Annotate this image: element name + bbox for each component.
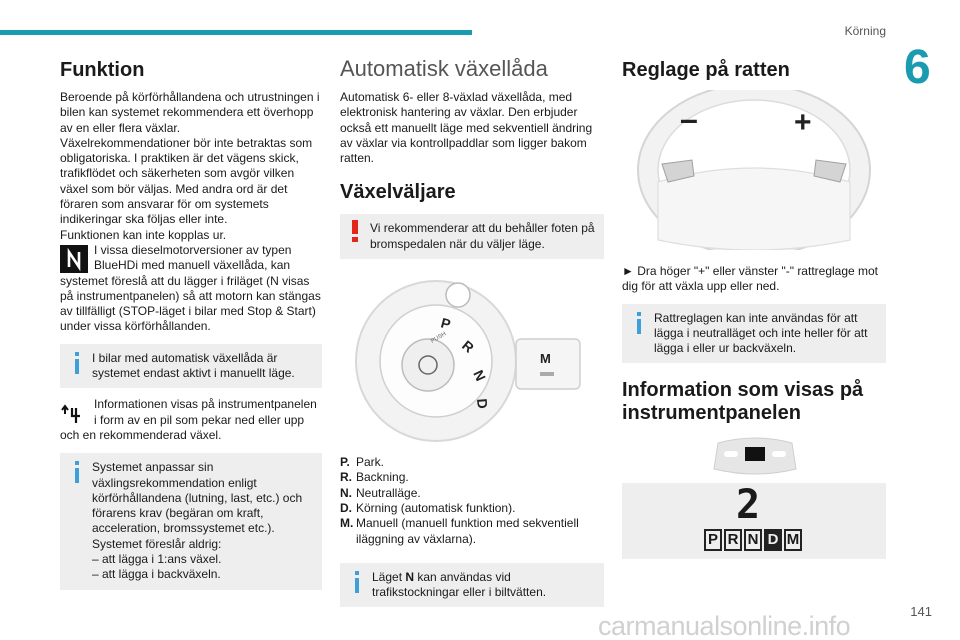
gear-mode-n: N <box>744 529 762 552</box>
info-note-text: Rattreglagen kan inte användas för att l… <box>654 310 868 356</box>
legend-row: N.Neutralläge. <box>340 485 421 500</box>
gear-selector-illustration: PUSH P R N D M <box>355 280 581 443</box>
info-note-text: Läget N kan användas vid trafikstockning… <box>372 569 547 600</box>
info-note: Läget N kan användas vid trafikstockning… <box>340 562 604 608</box>
header-accent-bar <box>0 30 472 35</box>
paragraph: Informationen visas på instrumentpanelen… <box>60 397 317 442</box>
heading-reglage-pa-ratten: Reglage på ratten <box>622 59 790 81</box>
steering-wheel-paddles-illustration: – + <box>637 90 871 250</box>
section-label: Körning <box>844 24 886 38</box>
info-icon <box>355 570 359 593</box>
page-number: 141 <box>910 604 932 619</box>
warning-text: Vi rekommenderar att du behåller foten p… <box>370 221 595 251</box>
warning-note: Vi rekommenderar att du behåller foten p… <box>340 214 604 260</box>
paragraph: I vissa dieselmotorversioner av typen Bl… <box>60 242 321 334</box>
gear-indicator-display: 2 P R N D M <box>622 482 886 560</box>
gear-arrow-block: Informationen visas på instrumentpanelen… <box>60 397 322 443</box>
gear-digit: 2 <box>736 482 761 529</box>
info-note-text: I bilar med automatisk växellåda är syst… <box>92 350 295 381</box>
m-button-label: M <box>540 351 551 366</box>
info-note: I bilar med automatisk växellåda är syst… <box>60 343 322 389</box>
column-steering-controls: Reglage på ratten – + ► Dra höger "+" el… <box>622 52 886 560</box>
legend-row: P.Park. <box>340 455 385 470</box>
column-automatic-gearbox: Automatisk växellåda Automatisk 6- eller… <box>340 52 604 616</box>
info-icon <box>75 461 79 484</box>
gear-legend: P.Park. R.Backning. N.Neutralläge. D.Kör… <box>340 455 604 547</box>
gear-mode-strip: P R N D M <box>704 529 802 552</box>
heading-funktion: Funktion <box>60 59 145 81</box>
gear-mode-d: D <box>764 529 782 552</box>
info-note-text: Systemet anpassar sin växlingsrekommenda… <box>92 460 303 536</box>
paragraph: Beroende på körförhållandena och utrustn… <box>60 90 320 135</box>
paragraph: Automatisk 6- eller 8-växlad växellåda, … <box>340 90 593 166</box>
chapter-number: 6 <box>904 41 931 94</box>
gear-mode-p: P <box>704 529 722 552</box>
paragraph: Växelrekommendationer bör inte betraktas… <box>60 135 313 227</box>
selector-letter-p: P <box>439 315 452 333</box>
gear-mode-m: M <box>784 529 802 552</box>
info-note-text: – att lägga i backväxeln. <box>92 567 221 582</box>
gear-mode-r: R <box>724 529 742 552</box>
gear-arrow-icon <box>61 404 80 424</box>
info-note: Rattreglagen kan inte användas för att l… <box>622 303 886 364</box>
paddle-minus-label: – <box>680 101 698 137</box>
paragraph: Funktionen kan inte kopplas ur. <box>60 227 227 242</box>
legend-row: D.Körning (automatisk funktion). <box>340 500 516 515</box>
watermark: carmanualsonline.info <box>598 611 851 640</box>
neutral-suggestion-block: I vissa dieselmotorversioner av typen Bl… <box>60 243 322 335</box>
warning-icon <box>352 220 358 243</box>
info-note-text: – att lägga i 1:ans växel. <box>92 552 222 567</box>
selector-letter-d: D <box>474 398 491 409</box>
heading-automatisk-vaxellada: Automatisk växellåda <box>340 56 548 81</box>
info-icon <box>75 351 79 374</box>
heading-vaxelvaljare: Växelväljare <box>340 181 456 204</box>
instrument-panel-icon <box>713 438 797 475</box>
info-note-text: Systemet föreslår aldrig: <box>92 536 222 551</box>
paddle-plus-label: + <box>794 106 812 139</box>
info-note: Systemet anpassar sin växlingsrekommenda… <box>60 453 322 590</box>
legend-row: M.Manuell (manuell funktion med sekventi… <box>340 516 579 546</box>
heading-information-instrumentpanel: Information som visas på instrumentpanel… <box>622 379 864 425</box>
info-icon <box>637 311 641 334</box>
paragraph: ► Dra höger "+" eller vänster "-" rattre… <box>622 264 879 294</box>
neutral-gear-icon <box>60 244 88 273</box>
legend-row: R.Backning. <box>340 470 409 485</box>
column-funktion: Funktion Beroende på körförhållandena oc… <box>60 52 322 599</box>
